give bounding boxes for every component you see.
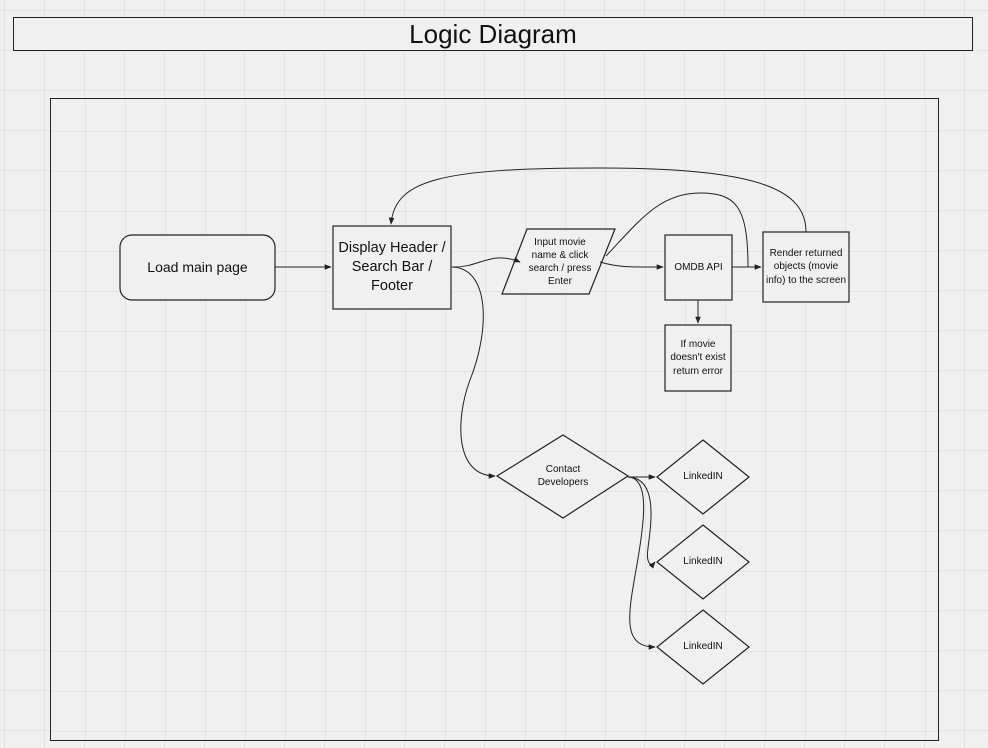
node-linkedin-2-shape[interactable] (656, 524, 750, 600)
node-linkedin-1-shape[interactable] (656, 439, 750, 515)
node-load-main-page-label: Load main page (147, 259, 248, 276)
node-linkedin-1-label: LinkedIN (683, 471, 723, 483)
node-contact-developers-label: Contact Developers (537, 463, 589, 488)
node-display-header-label: Display Header / Search Bar / Footer (338, 240, 446, 294)
edge-contact-to-linkedin-2 (627, 476, 656, 569)
node-movie-not-exist-label: If movie doesn't exist return error (670, 339, 726, 377)
node-render-results-shape[interactable] (762, 231, 850, 303)
diagram-title: Logic Diagram (13, 17, 973, 51)
node-linkedin-3-label: LinkedIN (683, 641, 723, 653)
edge-render-to-display (388, 167, 807, 233)
node-input-movie-shape[interactable] (501, 228, 616, 295)
edge-input-to-render-top (605, 192, 749, 268)
edge-input-to-omdb (599, 261, 664, 270)
edge-display-to-input (451, 257, 521, 268)
edge-display-to-contact (451, 266, 496, 479)
edge-contact-to-linkedin-3 (627, 476, 656, 650)
node-render-results-label: Render returned objects (movie info) to … (765, 248, 847, 286)
node-movie-not-exist-shape[interactable] (664, 324, 732, 392)
node-contact-developers-shape[interactable] (495, 434, 630, 519)
node-linkedin-2-label: LinkedIN (683, 556, 723, 568)
node-omdb-api-label: OMDB API (674, 261, 723, 273)
node-input-movie-label: Input movie name & click search / press … (528, 236, 592, 288)
node-display-header-shape[interactable] (332, 225, 452, 310)
node-linkedin-3-shape[interactable] (656, 609, 750, 685)
diagram-frame (50, 98, 939, 741)
